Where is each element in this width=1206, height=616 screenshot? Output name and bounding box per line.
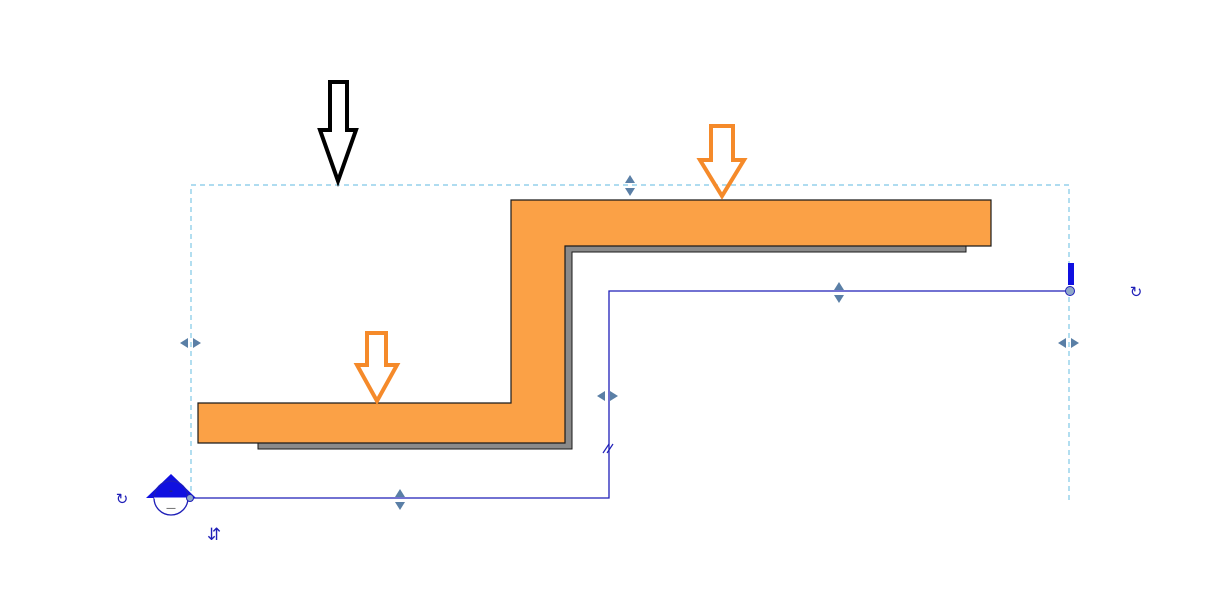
double-arrow-vertical-icon-lower-segment[interactable] (395, 489, 405, 510)
rotate-icon-right[interactable]: ↻ (1130, 283, 1143, 301)
flip-arrows-icon[interactable]: ⇵ (207, 525, 221, 545)
double-arrow-horizontal-icon-right[interactable] (1058, 338, 1079, 348)
rotate-icon-left[interactable]: ↻ (116, 490, 129, 508)
section-tail-marker[interactable] (1068, 263, 1074, 285)
stepped-wall-element[interactable] (197, 199, 992, 444)
crop-boundary-line (190, 184, 1070, 500)
section-head-marker[interactable]: - — (146, 474, 196, 516)
double-arrow-vertical-icon-upper-segment[interactable] (834, 282, 844, 303)
double-arrow-horizontal-icon-jog[interactable] (597, 391, 618, 401)
section-end-grip[interactable] (1065, 286, 1075, 296)
down-arrow-icon-black (317, 80, 359, 188)
down-arrow-icon-orange-lower (353, 331, 401, 406)
section-line[interactable] (191, 290, 1070, 499)
line-break-icon[interactable] (602, 443, 614, 454)
section-head-top-mark: - (169, 486, 173, 497)
double-arrow-vertical-icon-top[interactable] (625, 175, 635, 196)
crop-region-boundary[interactable] (190, 184, 1070, 500)
double-arrow-horizontal-icon-left[interactable] (180, 338, 201, 348)
down-arrow-icon-orange-upper (696, 124, 748, 200)
section-head-bottom-mark: — (166, 503, 176, 514)
